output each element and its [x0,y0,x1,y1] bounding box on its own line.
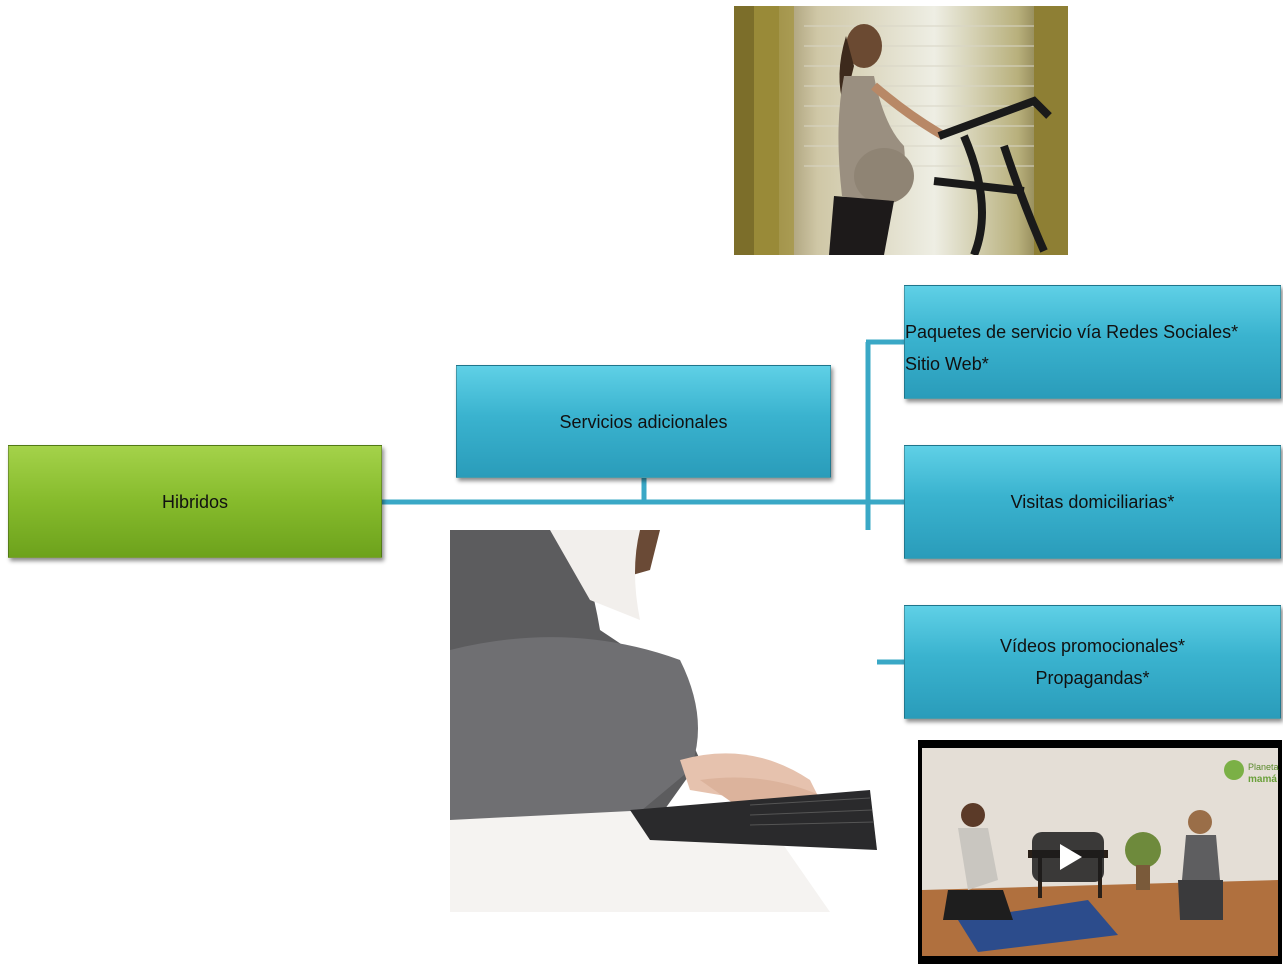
child-node-visitas: Visitas domiciliarias* [904,445,1281,559]
child-node-2-line1: Visitas domiciliarias* [1010,492,1175,512]
pregnant-woman-treadmill-photo [734,6,1068,255]
middle-node-label: Servicios adicionales [559,411,728,432]
pregnant-woman-keyboard-photo [450,530,877,912]
prenatal-exercise-video-photo[interactable]: Planeta mamá [918,740,1282,964]
child-node-videos: Vídeos promocionales* Propagandas* [904,605,1281,719]
play-icon [1060,844,1082,870]
root-node-hibridos: Hibridos [8,445,382,558]
child-node-paquetes: Paquetes de servicio vía Redes Sociales*… [904,285,1281,399]
middle-node-servicios: Servicios adicionales [456,365,831,478]
child-node-1-line2: Sitio Web* [905,354,989,374]
svg-text:mamá: mamá [1248,774,1277,785]
video-logo-text: Planeta [1248,762,1279,772]
child-node-3-line2: Propagandas* [1035,668,1150,688]
root-node-label: Hibridos [161,491,229,512]
child-node-3-line1: Vídeos promocionales* [999,636,1186,656]
child-node-1-line1: Paquetes de servicio vía Redes Sociales* [905,322,1239,342]
